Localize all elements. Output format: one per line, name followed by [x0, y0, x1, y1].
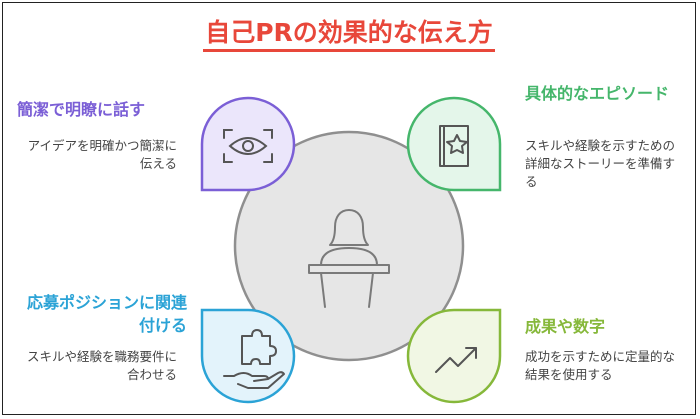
olive-teardrop	[406, 308, 502, 404]
heading-results: 成果や数字	[525, 317, 606, 336]
page-title: 自己PRの効果的な伝え方	[3, 13, 695, 52]
book-star-icon	[439, 125, 469, 167]
speaker-podium-icon	[308, 209, 390, 308]
heading-concise: 簡潔で明瞭に話す	[17, 100, 146, 119]
trend-up-icon	[435, 347, 477, 373]
diagram-graphic	[200, 96, 502, 404]
desc-position: スキルや経験を職務要件に合わせる	[26, 349, 177, 382]
diagram-frame: 自己PRの効果的な伝え方	[2, 2, 696, 415]
desc-concise: アイデアを明確かつ簡潔に伝える	[27, 138, 177, 171]
heading-position: 応募ポジションに関連付ける	[26, 293, 187, 335]
purple-teardrop	[200, 96, 296, 192]
puzzle-hand-icon	[223, 329, 285, 389]
title-text: 自己PRの効果的な伝え方	[203, 18, 495, 52]
desc-results: 成功を示すために定量的な結果を使用する	[525, 349, 676, 382]
blue-teardrop	[200, 308, 296, 404]
heading-episode: 具体的なエピソード	[525, 84, 670, 103]
desc-episode: スキルや経験を示すための詳細なストーリーを準備する	[525, 138, 676, 189]
green-teardrop	[406, 96, 502, 192]
eye-icon	[223, 129, 273, 163]
